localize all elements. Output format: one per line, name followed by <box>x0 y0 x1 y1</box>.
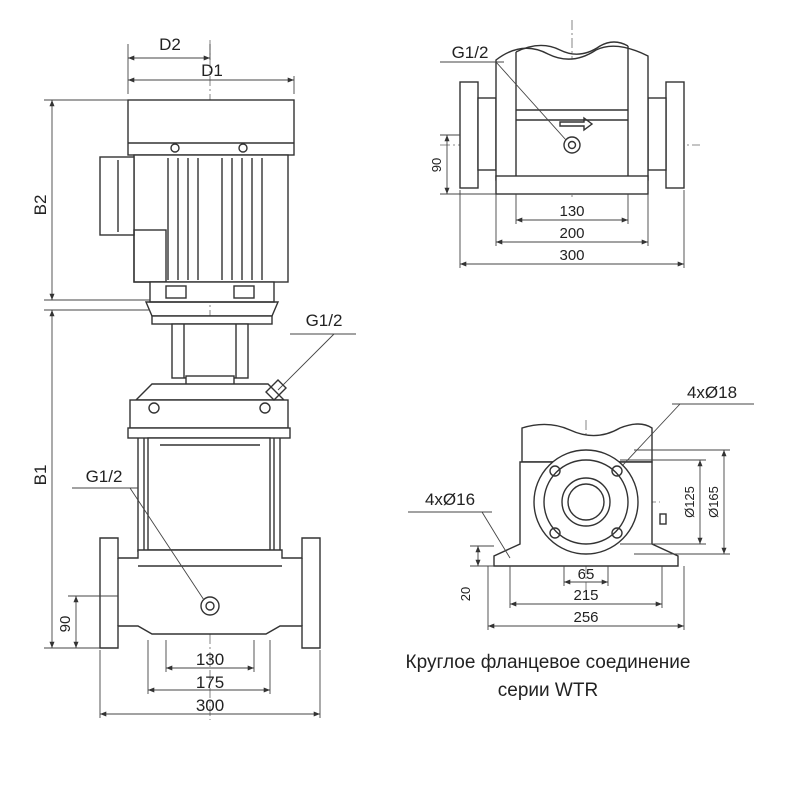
flange-height-20: 20 <box>458 587 473 601</box>
air-vent-fitting <box>265 379 287 401</box>
motor-body <box>133 154 289 283</box>
dia-165-label: Ø165 <box>706 486 721 518</box>
base-holes-label: 4xØ16 <box>425 490 475 509</box>
front-width-130: 130 <box>196 650 224 669</box>
terminal-box <box>99 156 135 236</box>
caption-line-1: Круглое фланцевое соединение <box>406 652 691 673</box>
top-width-200: 200 <box>559 225 584 242</box>
caption-line-2: серии WTR <box>498 680 598 701</box>
top-width-130: 130 <box>559 203 584 220</box>
d1-label: D1 <box>201 61 223 80</box>
front-width-175: 175 <box>196 673 224 692</box>
dia-125-label: Ø125 <box>682 486 697 518</box>
motor-cap <box>127 99 295 156</box>
port-lower-label: G1/2 <box>86 467 123 486</box>
flange-width-256: 256 <box>573 609 598 626</box>
top-width-300: 300 <box>559 247 584 264</box>
flange-view: 4xØ18 4xØ16 Ø125 Ø165 20 65 215 256 <box>408 383 754 630</box>
top-view: G1/2 90 130 200 300 <box>429 20 700 268</box>
motor-fins <box>167 158 263 280</box>
b2-label: B2 <box>31 195 50 216</box>
port-upper-label: G1/2 <box>306 311 343 330</box>
top-height-90: 90 <box>429 158 444 172</box>
flange-width-65: 65 <box>578 566 595 583</box>
front-height-90: 90 <box>57 616 74 633</box>
d2-label: D2 <box>159 35 181 54</box>
drain-plug <box>200 596 220 616</box>
flange-disc <box>533 449 639 555</box>
pump-base <box>99 537 321 649</box>
flange-holes-label: 4xØ18 <box>687 383 737 402</box>
front-view: D2 D1 B2 B1 90 130 175 300 G1/2 <box>31 35 356 720</box>
top-port-label: G1/2 <box>452 43 489 62</box>
front-width-300: 300 <box>196 696 224 715</box>
flange-width-215: 215 <box>573 587 598 604</box>
pump-sleeve <box>147 437 271 551</box>
b1-label: B1 <box>31 465 50 486</box>
pump-head <box>129 399 289 429</box>
